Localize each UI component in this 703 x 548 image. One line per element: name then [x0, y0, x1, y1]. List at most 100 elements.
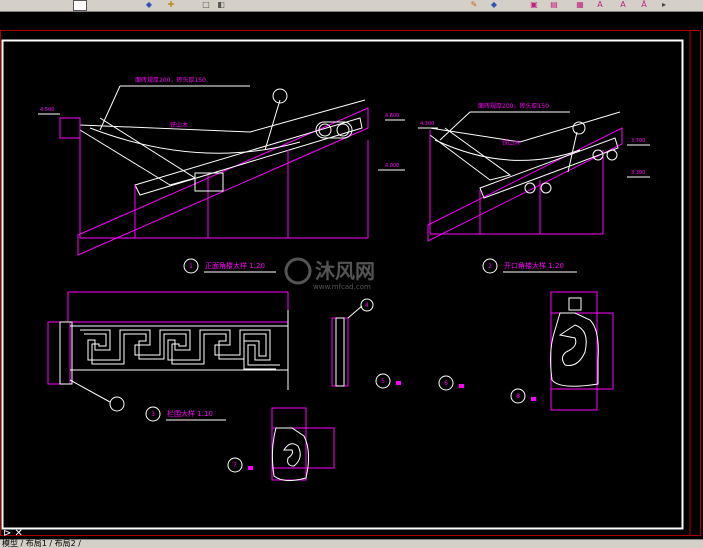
- text-aa-icon[interactable]: Ä: [641, 0, 647, 9]
- marker-circle-4: [227, 457, 243, 473]
- marker-5-label: 4: [365, 302, 369, 309]
- bracket-bottom-scroll: [283, 443, 301, 467]
- watermark-logo-icon: [284, 257, 312, 285]
- left-bolt-2: [336, 123, 350, 137]
- marker-circle-1: [375, 373, 391, 389]
- text-style-icon[interactable]: ✎: [470, 0, 478, 9]
- railing-marker-circle: [109, 396, 125, 412]
- text-icon[interactable]: ◧: [217, 0, 225, 9]
- railing-leader: [69, 379, 111, 403]
- right-rafter: [427, 127, 623, 242]
- left-curve: [89, 127, 301, 154]
- left-bolt-plate: [315, 121, 353, 139]
- left-elev-right-top: 4.600: [385, 113, 399, 119]
- right-bolt-3: [524, 182, 536, 194]
- watermark: 沐风网 www.mfcad.com: [284, 257, 375, 291]
- left-elev-right-bottom: 4.000: [385, 163, 399, 169]
- right-leader-diag: [439, 111, 471, 141]
- toolbar: ◆ ✚ □ ◧ ✎ ◆ ▣ ▤ ▦ A A Ä ▸: [0, 0, 703, 12]
- right-note-mid: 铁山木: [502, 139, 520, 147]
- marker-3-label: 8: [516, 393, 520, 400]
- right-curve: [434, 139, 581, 161]
- left-caption-num: 1: [189, 263, 193, 270]
- right-note-top: 面砖规厚200，砖头厚150: [478, 102, 549, 110]
- marker-4-tag: [248, 466, 253, 470]
- railing-top-rail: [67, 291, 289, 323]
- left-caption: 正面角楼大样 1:20: [205, 261, 265, 270]
- right-bolt-2: [606, 149, 618, 161]
- railing-caption-num: 3: [151, 411, 155, 418]
- railing-fret-pattern-inner: [84, 333, 276, 370]
- left-cap: [59, 117, 81, 139]
- right-caption-num: 2: [488, 263, 492, 270]
- bracket-detail-right: [550, 291, 614, 411]
- bracket-bottom-outer: [271, 407, 307, 481]
- right-elev-right-top: 3.700: [631, 138, 645, 144]
- marker-circle-3: [510, 388, 526, 404]
- marker-1-label: 5: [381, 378, 385, 385]
- left-brace: [79, 117, 197, 186]
- dim-icon[interactable]: ◆: [490, 0, 498, 9]
- marker-2-tag: [459, 384, 464, 388]
- right-leader-2: [567, 131, 578, 173]
- overflow-icon[interactable]: ▸: [661, 0, 666, 9]
- detail-markers: 5 6 8 7 4: [227, 302, 536, 473]
- left-leader-2: [264, 99, 281, 151]
- left-note-top: 面砖规厚200，砖头厚150: [135, 76, 206, 84]
- left-roof-line: [79, 99, 366, 133]
- right-strut: [479, 137, 619, 199]
- text-a-icon[interactable]: A: [597, 0, 603, 9]
- bracket-right-shape: [550, 312, 599, 387]
- railing-left-post: [47, 321, 71, 385]
- right-section-drawing: 面砖规厚200，砖头厚150 铁山木 4.300 3.700 3.300 2 开…: [418, 102, 650, 274]
- marker-4-label: 7: [233, 462, 237, 469]
- left-elev-left: 4.500: [40, 107, 54, 113]
- bracket-right-cap: [568, 297, 582, 311]
- bracket-detail-bottom: [271, 407, 335, 482]
- left-section-drawing: 面砖规厚200，砖头厚150 铁山木 4.500 4.600 4.000 1 正…: [38, 76, 405, 274]
- marker-3-tag: [531, 397, 536, 401]
- left-bolt-1: [318, 123, 332, 137]
- snap-icon[interactable]: ✚: [167, 0, 175, 9]
- drawing-canvas[interactable]: 面砖规厚200，砖头厚150 铁山木 4.500 4.600 4.000 1 正…: [0, 12, 703, 539]
- layer-state-icon[interactable]: ▣: [530, 0, 538, 9]
- right-caption-circle: [482, 258, 498, 274]
- left-caption-circle: [183, 258, 199, 274]
- railing-fret-pattern: [80, 329, 280, 366]
- marker-2-label: 6: [444, 380, 448, 387]
- bracket-bottom-shape: [271, 427, 310, 482]
- calc-icon[interactable]: [73, 0, 87, 11]
- layout-tabs[interactable]: 模型 / 布局1 / 布局2 /: [0, 539, 703, 548]
- ucs-icon: ⊳ ✕: [3, 528, 23, 539]
- left-strut: [134, 117, 363, 196]
- right-elev-left: 4.300: [420, 121, 434, 127]
- railing-drawing: 3 栏围大样 1:10: [47, 291, 289, 422]
- railing-caption: 栏围大样 1:10: [167, 409, 213, 418]
- left-rafter: [77, 107, 369, 256]
- left-block: [194, 172, 224, 192]
- right-bolt-1: [592, 149, 604, 161]
- text-ai-icon[interactable]: A: [620, 0, 626, 9]
- watermark-url: www.mfcad.com: [313, 283, 371, 291]
- post-section-leader: [347, 305, 363, 319]
- paint-icon[interactable]: □: [202, 0, 210, 9]
- layout-tabs-label[interactable]: 模型 / 布局1 / 布局2 /: [2, 539, 81, 548]
- bracket-bottom-mid: [271, 427, 335, 469]
- layer-prev-icon[interactable]: ▤: [550, 0, 558, 9]
- right-detail-circle: [572, 121, 586, 135]
- post-section-outer: [331, 317, 349, 387]
- layer-next-icon[interactable]: ▦: [576, 0, 584, 9]
- watermark-brand: 沐风网: [315, 259, 375, 283]
- right-elev-right-bottom: 3.300: [631, 170, 645, 176]
- right-brace: [429, 127, 512, 181]
- bracket-right-mid: [550, 312, 614, 390]
- left-note-mid: 铁山木: [170, 121, 188, 129]
- layer-icon[interactable]: ◆: [145, 0, 153, 9]
- right-caption: 开口角楼大样 1:20: [504, 261, 564, 270]
- right-bolt-4: [540, 182, 552, 194]
- cad-drawing: 面砖规厚200，砖头厚150 铁山木 4.500 4.600 4.000 1 正…: [0, 30, 701, 536]
- inner-frame: [1, 39, 684, 530]
- post-section-inner: [335, 317, 345, 387]
- left-detail-circle: [272, 88, 288, 104]
- post-section-drawing: [331, 298, 374, 387]
